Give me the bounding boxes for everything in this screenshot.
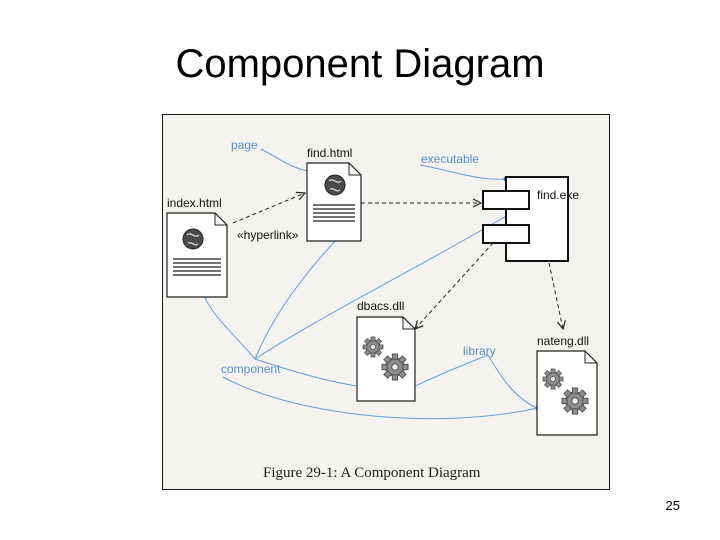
executable-note-line — [419, 164, 507, 180]
find-html-label: find.html — [307, 146, 352, 160]
component-diagram-figure: find.html index.html find.exe — [162, 114, 610, 490]
find-exe-component — [482, 176, 569, 262]
page-note: page — [231, 138, 258, 152]
nateng-dll-component — [536, 350, 598, 436]
exe-to-dbacs-dependency — [415, 242, 494, 329]
gear-icon — [542, 368, 564, 390]
component-line-index — [202, 292, 256, 360]
globe-icon — [324, 174, 346, 196]
globe-icon — [182, 228, 204, 250]
index-html-label: index.html — [167, 196, 222, 210]
library-line-nateng — [487, 354, 540, 410]
dbacs-dll-label: dbacs.dll — [357, 299, 404, 313]
hyperlink-stereotype: «hyperlink» — [237, 228, 299, 242]
library-line-dbacs — [404, 354, 489, 392]
gear-icon — [381, 353, 409, 381]
component-line-find-exe — [254, 214, 509, 360]
slide-title: Component Diagram — [175, 42, 545, 86]
gear-icon — [561, 387, 589, 415]
component-line-find-html — [254, 236, 340, 360]
gear-icon — [362, 336, 384, 358]
find-exe-label: find.exe — [537, 188, 579, 202]
component-line-nateng — [222, 376, 539, 420]
note-connectors — [202, 148, 540, 420]
dbacs-dll-component — [356, 316, 416, 402]
nateng-dll-label: nateng.dll — [537, 334, 589, 348]
figure-caption: Figure 29-1: A Component Diagram — [263, 465, 481, 481]
exe-to-nateng-dependency — [548, 262, 563, 329]
library-note: library — [463, 344, 496, 358]
executable-note: executable — [421, 152, 479, 166]
dependencies — [232, 193, 563, 329]
page-number: 25 — [665, 498, 680, 513]
find-html-component — [306, 162, 362, 242]
index-to-find-dependency — [232, 193, 305, 224]
index-html-component — [166, 212, 228, 298]
component-note: component — [221, 362, 281, 376]
